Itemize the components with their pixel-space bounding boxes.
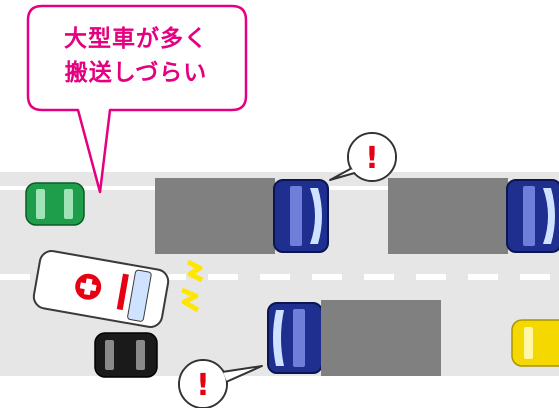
black-car bbox=[94, 332, 158, 378]
yellow-car bbox=[511, 319, 559, 367]
exclamation-mark-bottom: ! bbox=[196, 368, 210, 403]
exclamation-bubble-icon: ! bbox=[329, 132, 397, 182]
exclamation-mark-top: ! bbox=[365, 141, 379, 176]
truck-lower bbox=[267, 300, 441, 376]
callout-text: 大型車が多く 搬送しづらい bbox=[30, 22, 242, 90]
callout-line-2: 搬送しづらい bbox=[64, 60, 208, 86]
truck-upper-right bbox=[388, 178, 559, 254]
siren-flash-icon bbox=[181, 259, 204, 313]
green-car bbox=[25, 182, 85, 226]
exclamation-bubble-icon: ! bbox=[178, 359, 263, 408]
ambulance bbox=[32, 250, 170, 328]
road-edge-bottom bbox=[0, 376, 559, 380]
callout-line-1: 大型車が多く bbox=[64, 26, 208, 52]
truck-upper-left bbox=[155, 178, 329, 254]
speech-bubble-icon bbox=[26, 4, 248, 194]
